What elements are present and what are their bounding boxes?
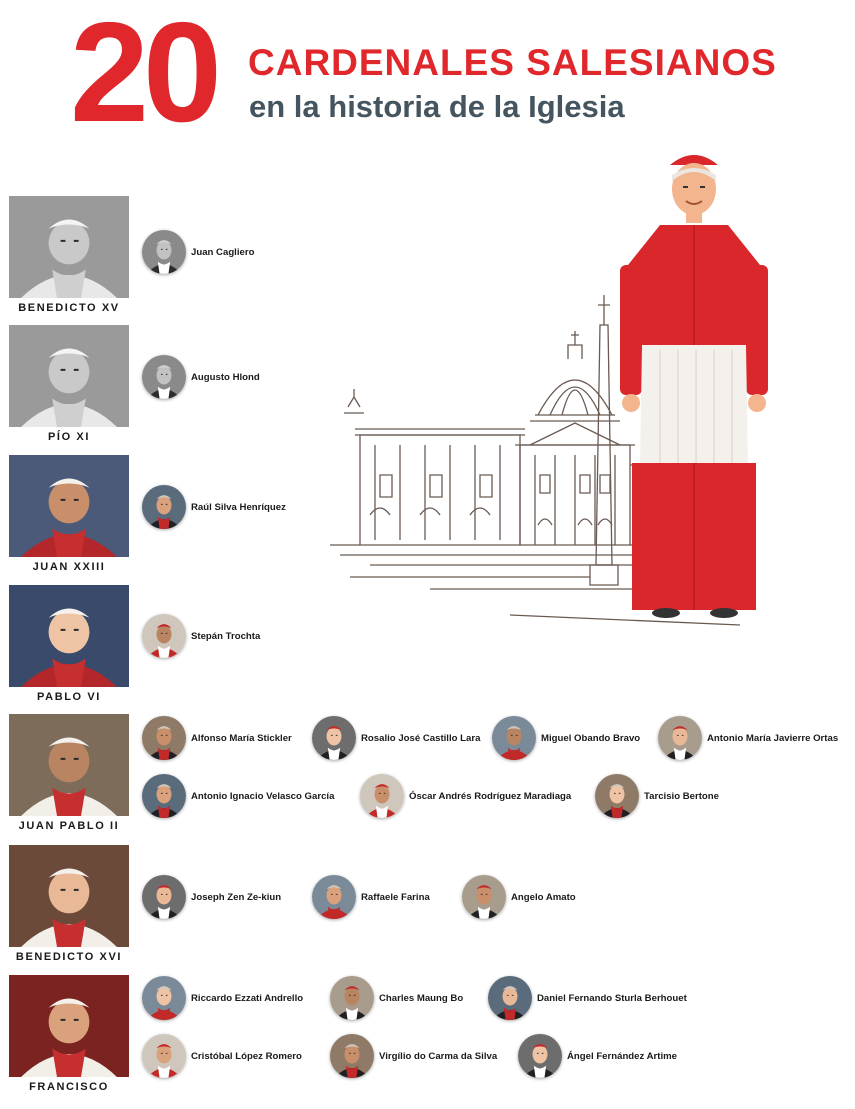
pope-block: JUAN XXIII — [9, 455, 129, 573]
cardinal-avatar — [142, 355, 186, 399]
cardinal-avatar — [462, 875, 506, 919]
cardinal-name: Augusto Hlond — [191, 371, 260, 383]
cardinal-name: Stepán Trochta — [191, 630, 261, 642]
cardinal-avatar — [488, 976, 532, 1020]
cardinal-avatar — [312, 875, 356, 919]
cardinal-avatar — [142, 976, 186, 1020]
cardinal-name: Virgílio do Carma da Silva — [379, 1050, 498, 1062]
cardinal-card: Antonio María Javierre Ortas — [658, 716, 838, 760]
cardinal-avatar — [518, 1034, 562, 1078]
cardinal-card: Alfonso María Stickler — [142, 716, 292, 760]
pope-photo — [9, 585, 129, 687]
cardinal-avatar — [142, 774, 186, 818]
cardinal-card: Antonio Ignacio Velasco García — [142, 774, 334, 818]
cardinal-name: Tarcisio Bertone — [644, 790, 719, 802]
cardinal-card: Rosalio José Castillo Lara — [312, 716, 480, 760]
cardinal-avatar — [142, 1034, 186, 1078]
cardinal-name: Daniel Fernando Sturla Berhouet — [537, 992, 687, 1004]
cardinal-name: Miguel Obando Bravo — [541, 732, 641, 744]
pope-photo — [9, 196, 129, 298]
cardinal-card: Augusto Hlond — [142, 355, 260, 399]
pope-photo — [9, 714, 129, 816]
cardinal-avatar — [312, 716, 356, 760]
page-title: CARDENALES SALESIANOS — [248, 42, 777, 83]
pope-block: BENEDICTO XVI — [9, 845, 129, 963]
pope-block: FRANCISCO — [9, 975, 129, 1093]
cardinal-name: Óscar Andrés Rodríguez Maradiaga — [409, 790, 572, 802]
cardinal-card: Raúl Silva Henríquez — [142, 485, 286, 529]
cardinal-avatar — [330, 1034, 374, 1078]
cardinal-avatar — [330, 976, 374, 1020]
pope-name: PABLO VI — [37, 691, 101, 703]
cardinal-name: Raffaele Farina — [361, 891, 430, 903]
cardinal-name: Charles Maung Bo — [379, 992, 464, 1004]
cardinal-name: Alfonso María Stickler — [191, 732, 292, 744]
cardinal-name: Angelo Amato — [511, 891, 576, 903]
cardinal-avatar — [142, 230, 186, 274]
cardinal-name: Antonio María Javierre Ortas — [707, 732, 839, 744]
cardinal-avatar — [142, 875, 186, 919]
st-peters-basilica-sketch-icon — [330, 295, 750, 626]
cardinal-count: 20 — [70, 0, 222, 152]
cardinal-card: Miguel Obando Bravo — [492, 716, 640, 760]
cardinal-figure-icon — [620, 155, 768, 618]
cardinal-card: Juan Cagliero — [142, 230, 254, 274]
pope-name: PÍO XI — [48, 431, 90, 443]
cardinal-card: Óscar Andrés Rodríguez Maradiaga — [360, 774, 571, 818]
cardinal-name: Juan Cagliero — [191, 246, 255, 258]
pope-name: BENEDICTO XV — [18, 302, 120, 314]
pope-name: JUAN XXIII — [32, 561, 106, 573]
cardinal-illustration — [330, 155, 768, 626]
cardinal-name: Ángel Fernández Artime — [567, 1050, 677, 1062]
cardinal-card: Charles Maung Bo — [330, 976, 463, 1020]
pope-block: PABLO VI — [9, 585, 129, 703]
cardinal-avatar — [142, 716, 186, 760]
pope-name: FRANCISCO — [29, 1081, 109, 1093]
cardinal-card: Joseph Zen Ze-kiun — [142, 875, 281, 919]
pope-photo — [9, 455, 129, 557]
cardinal-card: Ángel Fernández Artime — [518, 1034, 677, 1078]
cardinal-card: Daniel Fernando Sturla Berhouet — [488, 976, 687, 1020]
cardinal-card: Virgílio do Carma da Silva — [330, 1034, 497, 1078]
pope-block: PÍO XI — [9, 325, 129, 443]
pope-photo — [9, 975, 129, 1077]
cardinal-card: Raffaele Farina — [312, 875, 430, 919]
pope-block: BENEDICTO XV — [9, 196, 129, 314]
cardinal-name: Rosalio José Castillo Lara — [361, 732, 481, 744]
cardinal-avatar — [142, 614, 186, 658]
cardinal-card: Tarcisio Bertone — [595, 774, 719, 818]
cardinal-avatar — [658, 716, 702, 760]
pope-name: BENEDICTO XVI — [15, 951, 123, 963]
cardinal-avatar — [595, 774, 639, 818]
cardinal-name: Antonio Ignacio Velasco García — [191, 790, 335, 802]
cardinal-avatar — [142, 485, 186, 529]
cardinal-name: Riccardo Ezzati Andrello — [191, 992, 304, 1004]
pope-block: JUAN PABLO II — [9, 714, 129, 832]
pope-photo — [9, 325, 129, 427]
cardinal-name: Joseph Zen Ze-kiun — [191, 891, 282, 903]
cardinal-name: Raúl Silva Henríquez — [191, 501, 286, 513]
cardinal-avatar — [360, 774, 404, 818]
cardinal-name: Cristóbal López Romero — [191, 1050, 302, 1062]
pope-photo — [9, 845, 129, 947]
pope-name: JUAN PABLO II — [18, 820, 120, 832]
cardinal-card: Riccardo Ezzati Andrello — [142, 976, 303, 1020]
cardinal-card: Stepán Trochta — [142, 614, 260, 658]
cardinal-card: Angelo Amato — [462, 875, 576, 919]
cardinal-card: Cristóbal López Romero — [142, 1034, 302, 1078]
page-subtitle: en la historia de la Iglesia — [249, 89, 625, 124]
cardinal-avatar — [492, 716, 536, 760]
